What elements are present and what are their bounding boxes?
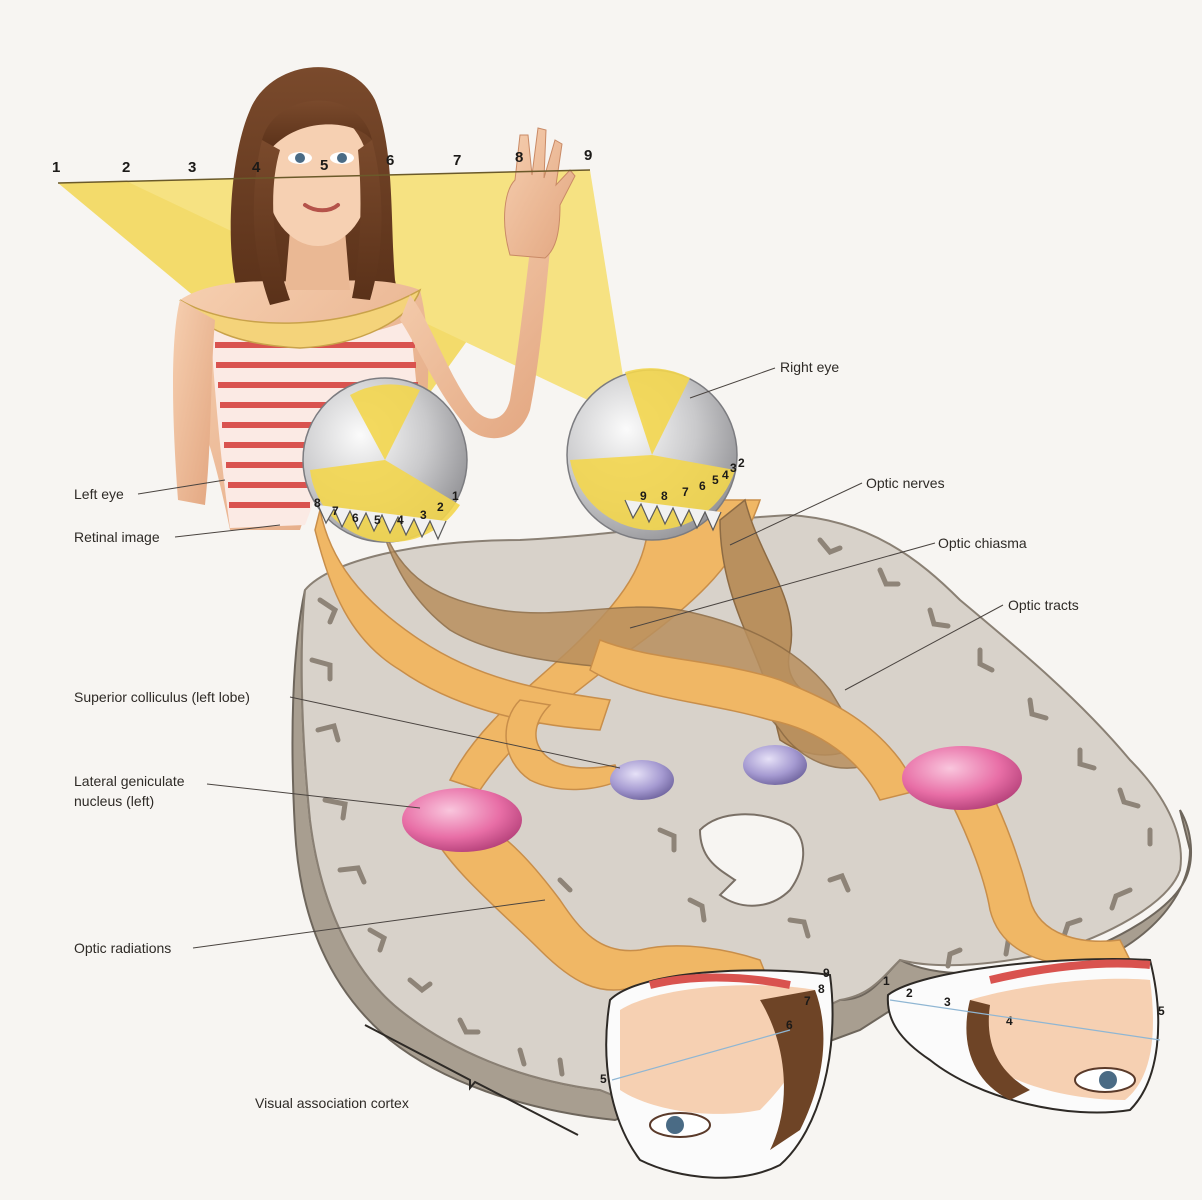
retina-number: 2 [437,500,444,514]
right-cortex-numbers: 1 2 3 4 5 [883,974,1165,1028]
field-number: 9 [584,147,592,164]
visual-association-cortex-bracket [364,1024,579,1136]
visual-field-line [57,169,591,184]
left-superior-colliculus [610,760,674,800]
field-number: 3 [188,159,196,176]
retina-number: 8 [314,496,321,510]
left-arm [173,300,215,505]
retina-number: 3 [420,508,427,522]
label-lgn-line1: Lateral geniculate [74,773,185,789]
label-optic-radiations: Optic radiations [74,940,171,956]
cortex-number: 5 [600,1072,607,1086]
right-eyeball [566,368,738,541]
retina-number: 6 [352,511,359,525]
retina-number: 6 [699,479,706,493]
cortex-number: 5 [1158,1004,1165,1018]
label-visual-association-cortex: Visual association cortex [255,1095,409,1111]
retina-number: 2 [738,456,745,470]
cortex-number: 2 [906,986,913,1000]
left-cortex-image [605,969,834,1179]
left-cortex-field-line [611,1029,791,1081]
left-eye-nerve-shadow [379,519,882,769]
retina-number: 1 [452,489,459,503]
label-retinal-image: Retinal image [74,529,160,545]
left-eye-optic-nerve [314,509,611,731]
cortex-number: 8 [818,982,825,996]
cortex-number: 1 [883,974,890,988]
left-eyeball [302,377,468,543]
cortex-number: 4 [1006,1014,1013,1028]
label-optic-chiasma: Optic chiasma [938,535,1027,551]
girl-figure [173,67,576,530]
field-number: 1 [52,159,60,176]
field-number: 4 [252,159,261,176]
field-numbers: 1 2 3 4 5 6 7 8 9 [52,147,592,176]
right-cortex-image [886,958,1160,1114]
left-cortex-numbers: 9 8 7 6 5 [600,966,830,1086]
field-number: 6 [386,152,394,169]
right-superior-colliculus [743,745,807,785]
right-cortex-field-line [889,999,1161,1041]
label-lgn-line2: nucleus (left) [74,793,154,809]
retina-number: 5 [712,473,719,487]
left-retina-numbers: 8 7 6 5 4 3 2 1 [314,489,459,527]
cortex-number: 3 [944,995,951,1009]
right-arm [400,250,550,439]
retina-number: 4 [397,513,404,527]
right-retina-numbers: 9 8 7 6 5 4 3 2 [640,456,745,503]
label-optic-nerves: Optic nerves [866,475,945,491]
left-lateral-geniculate-nucleus [402,788,522,852]
right-lateral-geniculate-nucleus [902,746,1022,810]
girl-eyes [288,152,354,164]
cortex-number: 6 [786,1018,793,1032]
right-optic-tract [589,639,922,801]
label-optic-tracts: Optic tracts [1008,597,1079,613]
label-superior-colliculus: Superior colliculus (left lobe) [74,689,250,705]
field-number: 7 [453,152,461,169]
retina-number: 7 [682,485,689,499]
optic-pathways [314,498,1132,991]
raised-hand [504,127,576,259]
face [266,110,370,246]
cortex-number: 7 [804,994,811,1008]
retina-number: 9 [640,489,647,503]
retina-number: 7 [332,504,339,518]
retina-number: 5 [374,513,381,527]
field-number: 2 [122,159,130,176]
retina-number: 3 [730,461,737,475]
label-right-eye: Right eye [780,359,839,375]
sulci [309,537,1153,1077]
label-left-eye: Left eye [74,486,124,502]
retina-number: 4 [722,468,729,482]
field-number: 8 [515,149,523,166]
labels: Right eye Left eye Retinal image Optic n… [74,359,1079,1111]
field-number: 5 [320,157,328,174]
retina-number: 8 [661,489,668,503]
cortex-number: 9 [823,966,830,980]
brain-central-hole [698,813,805,907]
leader-lines [137,367,1004,949]
